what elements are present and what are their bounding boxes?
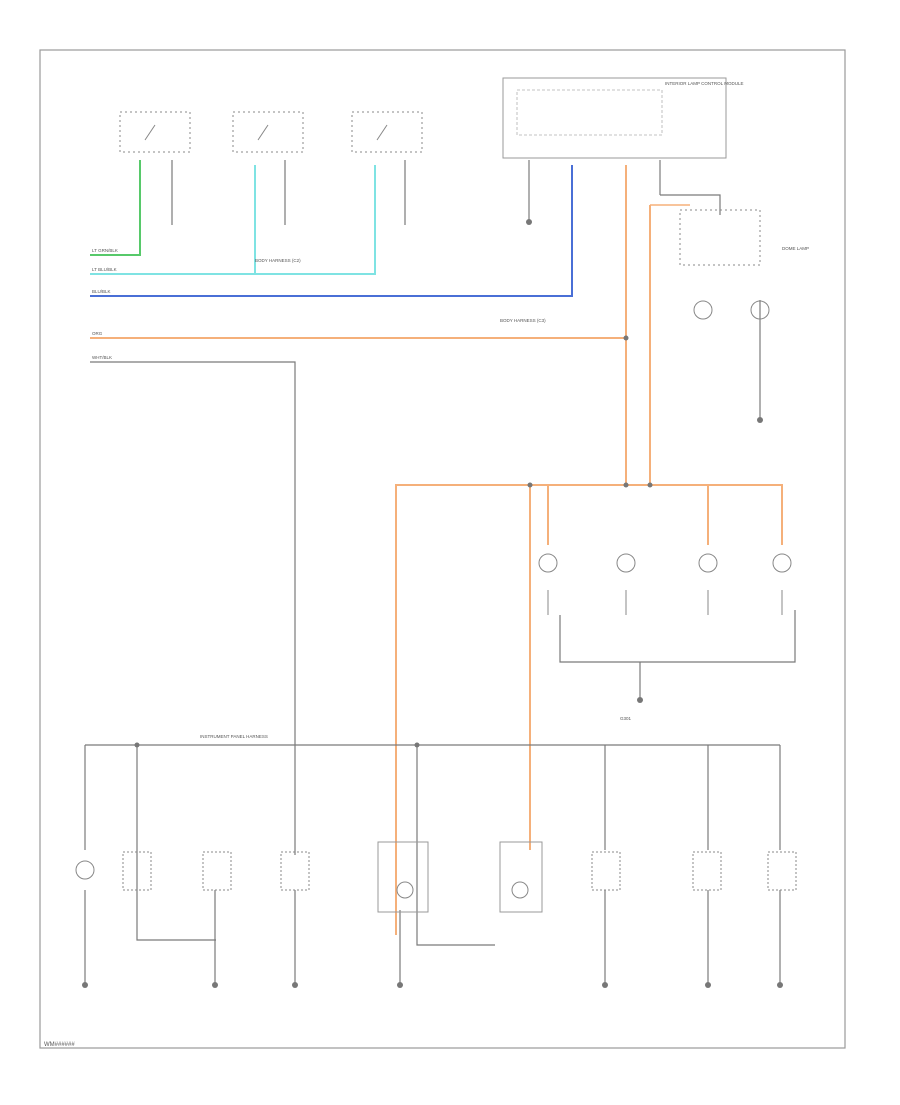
bottom-lamps	[75, 841, 797, 913]
courtesy-bus	[136, 745, 216, 941]
right-loop	[660, 194, 721, 215]
splice-6	[623, 335, 629, 341]
lamp-a	[693, 300, 713, 320]
lamp-mid-1	[538, 553, 558, 573]
ground-point-6	[705, 982, 711, 988]
lamp-housing-5	[377, 841, 429, 913]
reading-bus	[416, 745, 495, 946]
lamp-mid-2	[616, 553, 636, 573]
relay-box	[679, 209, 761, 266]
splice-4	[623, 482, 629, 488]
splice-1	[134, 742, 140, 748]
lamp-housing-6	[499, 841, 543, 913]
lamp-module-inner	[516, 89, 663, 136]
wire-lt-cyan	[90, 165, 376, 275]
signal-wires	[90, 160, 783, 935]
ground-point-3	[292, 982, 298, 988]
diagram-border	[39, 49, 846, 1049]
lamp-mid-3	[698, 553, 718, 573]
switch-contact-2	[257, 124, 269, 141]
splice-3	[527, 482, 533, 488]
label-wire-lt-blu: LT BLU/BLK	[92, 267, 117, 272]
ground-point-7	[777, 982, 783, 988]
splice-5	[647, 482, 653, 488]
bulb-6	[511, 881, 529, 899]
ground-point-5	[602, 982, 608, 988]
splice-2	[414, 742, 420, 748]
lamp-mid-4	[772, 553, 792, 573]
ground-point-4	[397, 982, 403, 988]
right-column-parts	[679, 209, 770, 320]
label-wire-blu: BLU/BLK	[92, 289, 111, 294]
door-switches	[119, 111, 423, 153]
label-wire-org: ORG	[92, 331, 103, 336]
label-wire-wht: WHT/BLK	[92, 355, 112, 360]
label-dome: DOME LAMP	[782, 246, 809, 251]
lamp-housing-9	[767, 851, 797, 891]
lamp-bottom-1	[75, 860, 95, 880]
ground-point-2	[212, 982, 218, 988]
ground-point-8	[526, 219, 532, 225]
lamp-housing-4	[280, 851, 310, 891]
ground-point-9	[637, 697, 643, 703]
lamp-housing-3	[202, 851, 232, 891]
lamp-module-box	[502, 77, 727, 159]
label-ground: G301	[620, 716, 632, 721]
label-harness-1: BODY HARNESS (C2)	[255, 258, 301, 263]
wire-orange-main	[90, 165, 627, 339]
ground-point-10	[757, 417, 763, 423]
label-harness-3: INSTRUMENT PANEL HARNESS	[200, 734, 268, 739]
switch-contact-3	[376, 124, 388, 141]
ground-point-1	[82, 982, 88, 988]
label-wire-lt-grn: LT GRN/BLK	[92, 248, 118, 253]
switch-box-3	[351, 111, 423, 153]
middle-lamps	[538, 553, 792, 615]
module-ground-loop	[559, 610, 796, 663]
wire-lt-green	[90, 160, 141, 256]
switch-contact-1	[144, 124, 156, 141]
ground-points	[82, 219, 783, 988]
wire-blue	[90, 165, 573, 297]
lamp-b	[750, 300, 770, 320]
label-harness-2: BODY HARNESS (C3)	[500, 318, 546, 323]
footer-code: WM######	[44, 1042, 75, 1048]
wire-wht-blk	[90, 361, 296, 855]
switch-box-1	[119, 111, 191, 153]
lamp-housing-8	[692, 851, 722, 891]
lamp-housing-2	[122, 851, 152, 891]
lamp-housing-7	[591, 851, 621, 891]
gray-wires	[84, 160, 796, 985]
diagram-labels: LT GRN/BLK LT BLU/BLK BLU/BLK ORG WHT/BL…	[92, 81, 809, 739]
switch-box-2	[232, 111, 304, 153]
label-module: INTERIOR LAMP CONTROL MODULE	[665, 81, 744, 86]
wire-orange-bus	[395, 484, 783, 935]
bulb-5	[396, 881, 414, 899]
